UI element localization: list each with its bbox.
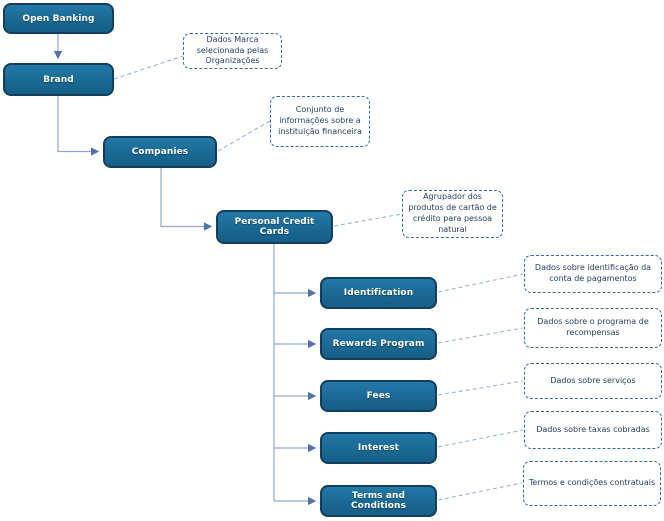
note-terms-and-conditions: Termos e condições contratuais	[523, 461, 661, 506]
leader-personal-credit-cards-note	[333, 213, 403, 227]
note-identification: Dados sobre identificação da conta de pa…	[524, 255, 662, 293]
node-brand: Brand	[3, 63, 114, 96]
node-personal-credit-cards: Personal Credit Cards	[216, 210, 333, 244]
leader-companies-note	[217, 120, 271, 152]
note-brand: Dados Marca selecionada pelas Organizaçõ…	[183, 33, 282, 69]
leader-identification-note	[437, 273, 524, 293]
leader-brand-note	[113, 55, 184, 80]
edge-brand-to-companies	[57, 96, 100, 156]
edge-companies-to-personal-credit-cards	[160, 168, 213, 231]
leader-rewards-program-note	[437, 327, 524, 344]
note-companies: Conjunto de informações sobre a institui…	[270, 96, 370, 147]
leader-fees-note	[437, 380, 524, 396]
note-rewards-program: Dados sobre o programa de recompensas	[524, 308, 662, 348]
note-fees: Dados sobre serviços	[524, 363, 662, 399]
leader-terms-and-conditions-note	[437, 482, 523, 501]
note-interest: Dados sobre taxas cobradas	[524, 411, 662, 449]
note-personal-credit-cards: Agrupador dos produtos de cartão de créd…	[402, 190, 503, 238]
node-identification: Identification	[320, 277, 437, 309]
node-companies: Companies	[103, 136, 217, 168]
node-open-banking: Open Banking	[3, 3, 114, 34]
node-terms-and-conditions: Terms and Conditions	[320, 485, 437, 517]
node-rewards-program: Rewards Program	[320, 328, 437, 360]
node-interest: Interest	[320, 432, 437, 464]
leader-interest-note	[437, 429, 524, 448]
node-fees: Fees	[320, 380, 437, 412]
